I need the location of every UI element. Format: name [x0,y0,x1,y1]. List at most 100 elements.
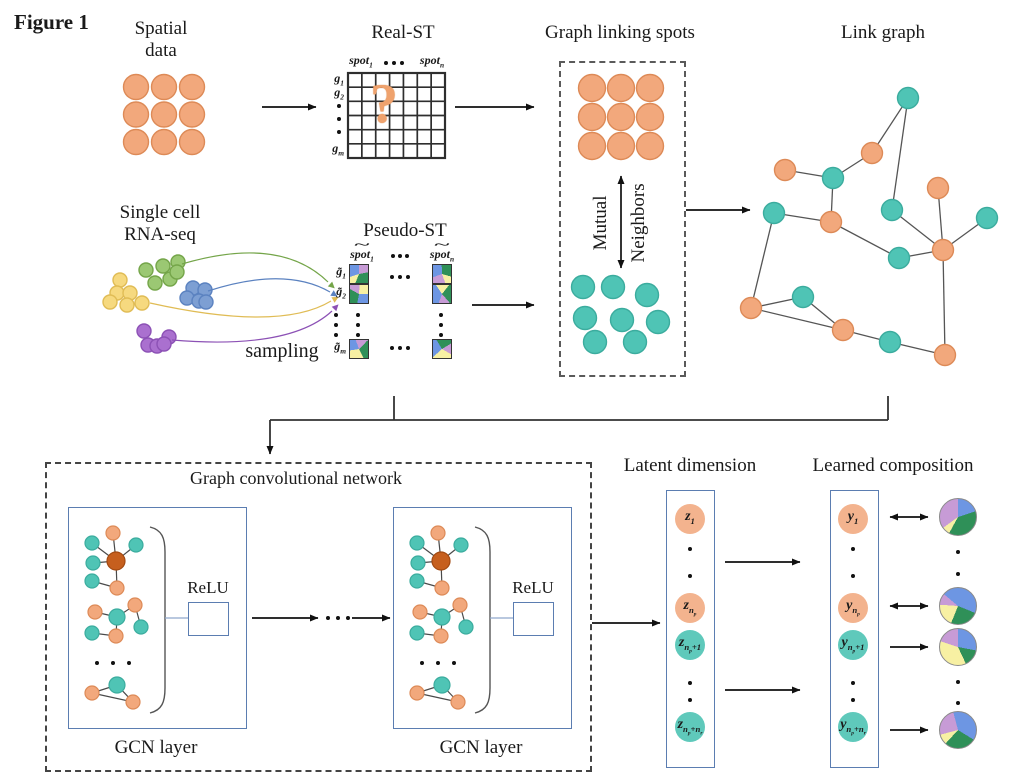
gcn-node [433,676,451,694]
relu-box-1 [188,602,229,636]
link-graph-node [821,166,845,190]
link-graph-node [926,176,950,200]
gcn-node [458,619,474,635]
link-graph-node [860,141,884,165]
real-st-row-label-m: gm [332,141,344,158]
gcn-title: Graph convolutional network [190,468,402,488]
gcn-node [453,537,469,553]
pseudo-st-cell [432,264,452,284]
ellipsis-dot [390,346,394,350]
ellipsis-dot [851,574,855,578]
latent-item-label: znp [683,598,697,618]
link-graph-node [831,318,855,342]
linking-pseudo-spot [622,329,648,355]
gcn-node [84,625,100,641]
ellipsis-dot [326,616,330,620]
ellipsis-dot [956,572,960,576]
gcn-brace [149,526,166,714]
linking-pseudo-spot [572,305,598,331]
link-graph-node [878,330,902,354]
single-cell-title-line1: Single cell [119,202,201,223]
link-graph-node [880,198,904,222]
pseudo-st-cell [349,264,369,284]
gcn-node [409,535,425,551]
latent-blob [675,630,705,660]
ellipsis-dot [439,333,443,337]
ellipsis-dot [95,661,99,665]
pseudo-col-label-n: ~spotn [429,239,455,264]
real-st-question-mark: ? [370,73,398,135]
ellipsis-dot [688,547,692,551]
ellipsis-dot [398,275,402,279]
latent-item-label: znp+1 [678,635,702,655]
link-graph-edge [830,221,900,259]
linking-pseudo-spot [634,282,660,308]
link-graph-node [933,343,957,367]
yellow-cell [119,297,135,313]
link-graph-node [819,210,843,234]
ellipsis-dot [356,323,360,327]
ellipsis-dot [336,616,340,620]
ellipsis-dot [111,661,115,665]
spatial-spot [150,101,178,128]
link-graph-edge [750,212,775,309]
ellipsis-dot [439,323,443,327]
gcn-node [412,604,428,620]
real-st-col-label-1: spot1 [349,53,373,70]
gcn-node [450,694,466,710]
ellipsis-dot [400,61,404,65]
link-graph-edge [891,97,909,211]
composition-pie-chart [939,587,977,625]
ellipsis-dot [334,333,338,337]
latent-item-label: znp+nr [677,717,703,737]
gcn-node [106,551,126,571]
linking-real-spot [577,102,607,132]
ellipsis-dot [436,661,440,665]
gcn-layer-box-2 [393,507,572,729]
learned-item-label: ynp+1 [841,635,865,655]
spatial-spot [178,101,206,128]
relu-box-2 [513,602,554,636]
pseudo-st-cell [432,284,452,304]
linking-real-spot [577,131,607,161]
ellipsis-dot [337,117,341,121]
pseudo-col-label-1: ~spot1 [350,239,374,264]
ellipsis-dot [406,275,410,279]
ellipsis-dot [452,661,456,665]
linking-real-spot [635,131,665,161]
gcn-node [85,555,101,571]
real-st-title: Real-ST [371,22,435,43]
latent-blob [675,504,705,534]
learned-item-label: y1 [847,509,859,526]
ellipsis-dot [406,346,410,350]
linking-real-spot [606,131,636,161]
learned-item-label: ynp+nr [840,717,866,737]
gcn-brace [474,526,491,714]
composition-pie-chart [939,628,977,666]
gcn-node [128,537,144,553]
sampling-curve [181,252,329,283]
ellipsis-dot [439,313,443,317]
tilde-mark: ~ [354,239,370,251]
gcn-node [433,628,449,644]
gcn-node [410,555,426,571]
ellipsis-dot [334,313,338,317]
gcn-node [87,604,103,620]
gcn-node [84,535,100,551]
link-graph-node [739,296,763,320]
learned-box [830,490,879,768]
gcn-node [108,676,126,694]
gcn-node [84,573,100,589]
link-graph-node [887,246,911,270]
spatial-spot [150,128,178,156]
linking-pseudo-spot [645,309,671,335]
spatial-spot [178,73,206,101]
gcn-node [431,551,451,571]
gcn-node [433,608,451,626]
gcn-node [434,580,450,596]
learned-blob [838,712,868,742]
pseudo-row-label-m: g̃m [334,339,346,356]
link-graph-node [975,206,999,230]
sampling-arrowhead [331,296,339,303]
